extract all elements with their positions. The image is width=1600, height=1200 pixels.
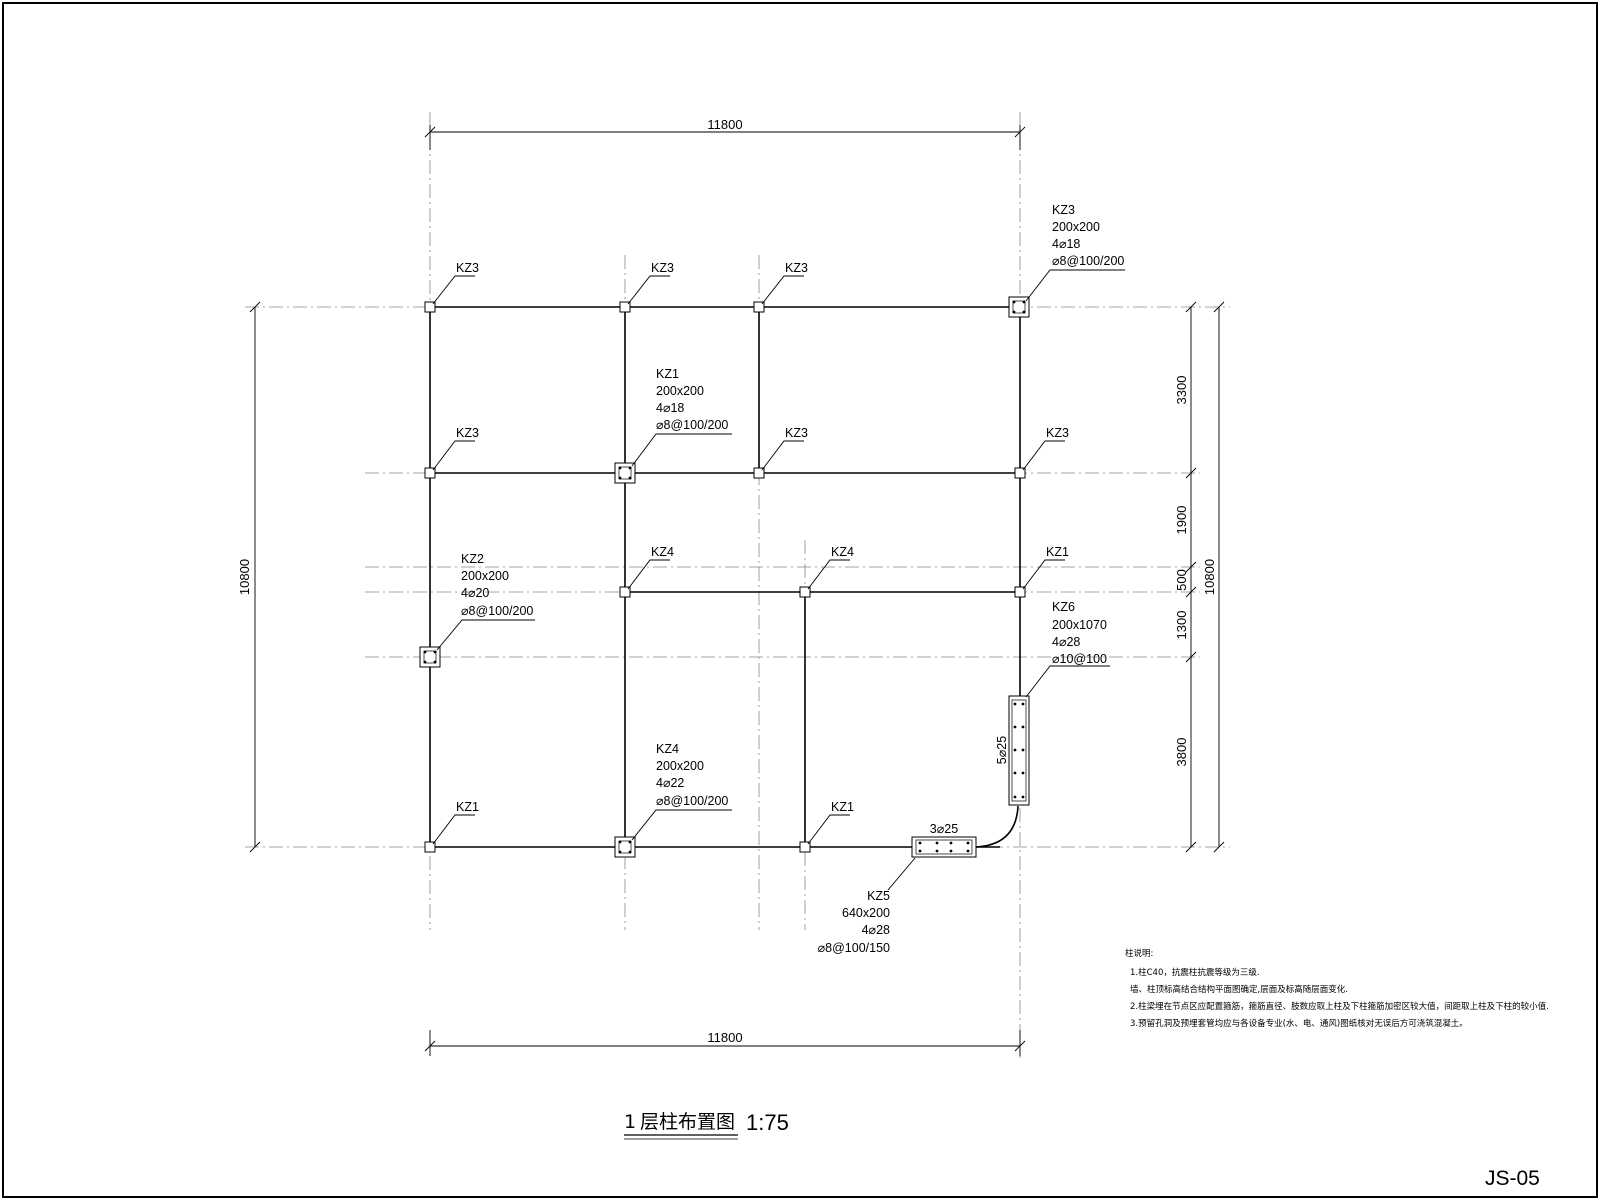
svg-text:KZ4: KZ4	[656, 742, 679, 756]
svg-text:KZ3: KZ3	[1052, 203, 1075, 217]
column-kz1	[799, 841, 811, 853]
rebar-dots	[423, 300, 1026, 854]
beam-lines	[429, 306, 1021, 848]
rebar-label-kz6: 5⌀25	[995, 736, 1009, 764]
svg-text:KZ2: KZ2	[461, 552, 484, 566]
svg-text:200x200: 200x200	[461, 569, 509, 583]
column-kz6-detail	[1008, 695, 1030, 806]
svg-text:2.柱梁埋在节点区应配置箍筋，箍筋直径、肢数应取上柱及下柱箍: 2.柱梁埋在节点区应配置箍筋，箍筋直径、肢数应取上柱及下柱箍筋加密区较大值，间距…	[1130, 1001, 1549, 1012]
column-kz1	[1014, 586, 1026, 598]
sheet-number: JS-05	[1485, 1167, 1540, 1190]
tag-kz3: KZ3	[1046, 426, 1069, 440]
svg-text:3.预留孔洞及预埋套管均应与各设备专业(水、电、通风)图纸核: 3.预留孔洞及预埋套管均应与各设备专业(水、电、通风)图纸核对无误后方可浇筑混凝…	[1130, 1018, 1468, 1029]
svg-text:200x200: 200x200	[1052, 220, 1100, 234]
dim-top-width: 11800	[707, 117, 742, 132]
spec-kz5: KZ5 640x200 4⌀28 ⌀8@100/150	[818, 889, 890, 955]
svg-text:⌀10@100: ⌀10@100	[1052, 652, 1107, 666]
svg-text:⌀8@100/200: ⌀8@100/200	[656, 794, 728, 808]
svg-text:墙、柱顶标高结合结构平面图确定,层面及标高随层面变化.: 墙、柱顶标高结合结构平面图确定,层面及标高随层面变化.	[1130, 984, 1348, 995]
columns	[419, 296, 1030, 858]
spec-kz6: KZ6 200x1070 4⌀28 ⌀10@100	[1052, 600, 1107, 666]
tag-kz4: KZ4	[831, 545, 854, 559]
svg-text:4⌀18: 4⌀18	[1052, 237, 1080, 251]
leader-lines	[432, 269, 1125, 891]
svg-text:200x1070: 200x1070	[1052, 618, 1107, 632]
svg-text:1:75: 1:75	[746, 1110, 789, 1135]
column-kz4	[799, 586, 811, 598]
tag-kz4: KZ4	[651, 545, 674, 559]
column-kz3	[753, 467, 765, 479]
column-kz3	[424, 301, 436, 313]
tag-kz3: KZ3	[456, 426, 479, 440]
svg-text:⌀8@100/200: ⌀8@100/200	[656, 418, 728, 432]
svg-text:4⌀20: 4⌀20	[461, 586, 489, 600]
tag-kz3: KZ3	[785, 426, 808, 440]
dim-left-height: 10800	[237, 559, 252, 595]
rebar-label-kz5: 3⌀25	[930, 822, 958, 836]
column-kz3	[1014, 467, 1026, 479]
dim-right-seg-2: 1900	[1174, 506, 1189, 535]
svg-text:层柱布置图: 层柱布置图	[640, 1111, 735, 1133]
svg-text:KZ6: KZ6	[1052, 600, 1075, 614]
column-kz3	[753, 301, 765, 313]
svg-text:⌀8@100/200: ⌀8@100/200	[1052, 254, 1124, 268]
dim-right-total: 10800	[1202, 559, 1217, 595]
column-kz4	[619, 586, 631, 598]
tag-kz1: KZ1	[456, 800, 479, 814]
spec-kz4: KZ4 200x200 4⌀22 ⌀8@100/200	[656, 742, 728, 808]
svg-text:4⌀28: 4⌀28	[1052, 635, 1080, 649]
svg-text:640x200: 640x200	[842, 906, 890, 920]
svg-text:1: 1	[624, 1111, 636, 1133]
tag-kz1: KZ1	[831, 800, 854, 814]
svg-text:KZ5: KZ5	[867, 889, 890, 903]
column-kz3	[424, 467, 436, 479]
tag-kz3: KZ3	[785, 261, 808, 275]
spec-kz1: KZ1 200x200 4⌀18 ⌀8@100/200	[656, 367, 728, 432]
dim-right-seg-4: 1300	[1174, 611, 1189, 640]
svg-text:4⌀28: 4⌀28	[862, 923, 890, 937]
svg-text:⌀8@100/150: ⌀8@100/150	[818, 941, 890, 955]
column-kz3-detail	[1008, 296, 1030, 318]
dim-right-seg-1: 3300	[1174, 376, 1189, 405]
dimension-lines	[249, 125, 1225, 1056]
svg-text:200x200: 200x200	[656, 384, 704, 398]
column-kz5-detail	[911, 836, 977, 858]
general-notes: 柱说明: 1.柱C40，抗震柱抗震等级为三级. 墙、柱顶标高结合结构平面图确定,…	[1125, 948, 1549, 1029]
svg-text:⌀8@100/200: ⌀8@100/200	[461, 604, 533, 618]
column-kz3	[619, 301, 631, 313]
dim-right-seg-3: 500	[1174, 569, 1189, 591]
svg-text:KZ1: KZ1	[656, 367, 679, 381]
spec-kz3: KZ3 200x200 4⌀18 ⌀8@100/200	[1052, 203, 1124, 268]
drawing-title: 1 层柱布置图 1:75	[624, 1110, 789, 1140]
column-kz1	[424, 841, 436, 853]
tag-kz3: KZ3	[651, 261, 674, 275]
svg-text:1.柱C40，抗震柱抗震等级为三级.: 1.柱C40，抗震柱抗震等级为三级.	[1130, 967, 1260, 978]
svg-text:4⌀22: 4⌀22	[656, 776, 684, 790]
tag-kz3: KZ3	[456, 261, 479, 275]
dim-right-seg-5: 3800	[1174, 738, 1189, 767]
svg-text:4⌀18: 4⌀18	[656, 401, 684, 415]
dim-bottom-width: 11800	[707, 1030, 742, 1045]
svg-text:200x200: 200x200	[656, 759, 704, 773]
svg-text:柱说明:: 柱说明:	[1125, 948, 1153, 959]
tag-kz1: KZ1	[1046, 545, 1069, 559]
spec-kz2: KZ2 200x200 4⌀20 ⌀8@100/200	[461, 552, 533, 618]
